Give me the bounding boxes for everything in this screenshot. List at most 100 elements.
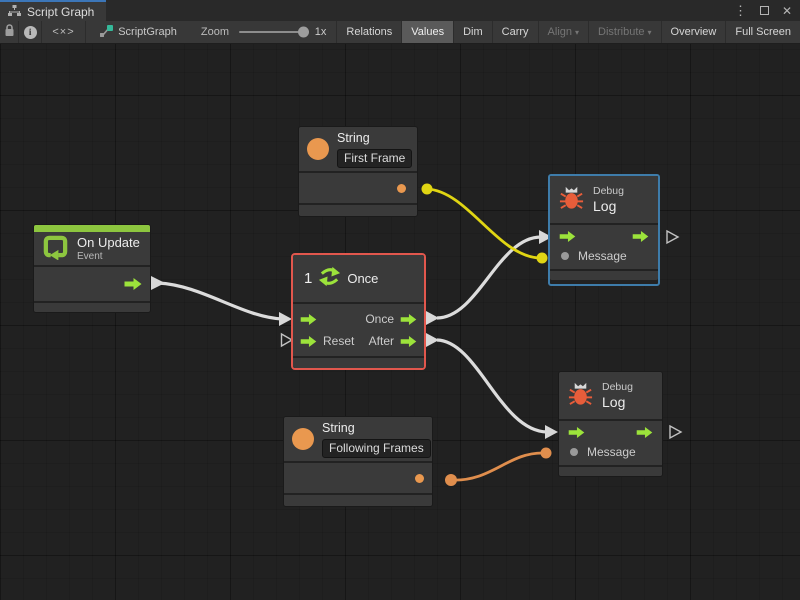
- wire-after-to-debuglog2[interactable]: [436, 338, 548, 434]
- node-title: Log: [593, 198, 617, 214]
- close-icon[interactable]: ✕: [781, 3, 792, 18]
- selection-outline-debug-log-1: Debug Log Message: [548, 174, 660, 286]
- zoom-slider[interactable]: [239, 26, 309, 38]
- dim-button[interactable]: Dim: [453, 21, 492, 43]
- flow-out-arrow-icon[interactable]: [124, 278, 142, 290]
- event-accent-bar: [34, 225, 150, 232]
- wire-layer: [151, 183, 683, 486]
- node-string-first-frame[interactable]: String First Frame: [298, 126, 418, 217]
- port-string2-value-out[interactable]: [445, 474, 457, 486]
- node-title: On Update: [77, 235, 140, 250]
- graph-name: ScriptGraph: [118, 26, 177, 38]
- values-button[interactable]: Values: [401, 21, 454, 43]
- port-debuglog2-flow-out[interactable]: [669, 424, 683, 440]
- wire-onupdate-to-once[interactable]: [157, 281, 283, 321]
- distribute-button[interactable]: Distribute ▾: [588, 21, 660, 43]
- flow-in-arrow-icon[interactable]: [568, 427, 585, 439]
- tab-title: Script Graph: [27, 4, 95, 19]
- flow-in-arrow-icon[interactable]: [300, 313, 317, 325]
- port-label-reset: Reset: [323, 334, 355, 348]
- inspect-button[interactable]: i: [19, 21, 42, 43]
- flow-out-arrow-icon[interactable]: [400, 313, 417, 325]
- fullscreen-button[interactable]: Full Screen: [725, 21, 800, 43]
- wire-string1-to-message1[interactable]: [426, 187, 541, 260]
- node-title: Once: [347, 271, 379, 286]
- zoom-slider-handle[interactable]: [297, 26, 309, 38]
- node-footer: [34, 303, 150, 312]
- node-title: String: [322, 420, 355, 435]
- node-footer: [299, 205, 417, 216]
- port-label-once: Once: [365, 312, 394, 326]
- string-icon: [307, 138, 329, 160]
- wire-string2-to-message2[interactable]: [450, 451, 545, 482]
- after-out-arrow-icon[interactable]: [400, 335, 417, 347]
- port-once-out[interactable]: [426, 311, 439, 325]
- info-icon: i: [23, 25, 37, 39]
- tab-script-graph[interactable]: Script Graph: [0, 0, 107, 21]
- flow-in-arrow-icon[interactable]: [559, 231, 576, 243]
- message-in-port[interactable]: [561, 251, 569, 260]
- selection-outline-once: 1 Once Once: [291, 253, 426, 370]
- graph-icon: [8, 4, 21, 19]
- graph-canvas[interactable]: On Update Event String First Frame: [0, 44, 800, 600]
- node-footer: [293, 358, 424, 368]
- reset-in-arrow-icon[interactable]: [300, 335, 317, 347]
- string-value-field[interactable]: First Frame: [337, 148, 413, 168]
- bug-icon: [558, 184, 585, 216]
- node-category: Debug: [593, 185, 624, 197]
- graph-toolbar: i <×> ScriptGraph Zoom 1x Relations Valu…: [0, 21, 800, 44]
- zoom-label: Zoom: [200, 26, 230, 38]
- chevron-down-icon: ▾: [575, 27, 580, 37]
- node-footer: [550, 271, 658, 280]
- node-debug-log-1[interactable]: Debug Log Message: [550, 176, 658, 284]
- message-in-port[interactable]: [570, 447, 578, 456]
- port-label-message: Message: [587, 444, 636, 459]
- value-out-port[interactable]: [397, 183, 406, 193]
- once-count: 1: [304, 270, 313, 287]
- lock-icon: [4, 24, 15, 40]
- relations-button[interactable]: Relations: [336, 21, 401, 43]
- node-title: Log: [602, 394, 626, 410]
- loop-icon: [42, 233, 69, 265]
- script-graph-icon: [100, 24, 114, 40]
- bug-icon: [567, 380, 594, 412]
- node-string-following-frames[interactable]: String Following Frames: [283, 416, 433, 507]
- port-debuglog1-flow-out[interactable]: [666, 229, 680, 245]
- overview-button[interactable]: Overview: [660, 21, 726, 43]
- edit-source-button[interactable]: <×>: [42, 21, 87, 43]
- maximize-icon[interactable]: [759, 6, 769, 15]
- flow-out-arrow-icon[interactable]: [636, 427, 653, 439]
- port-once-reset-in[interactable]: [280, 332, 294, 348]
- node-once[interactable]: 1 Once Once: [293, 255, 424, 368]
- port-label-message: Message: [578, 248, 627, 263]
- align-button[interactable]: Align ▾: [537, 21, 588, 43]
- string-value-field[interactable]: Following Frames: [322, 438, 431, 458]
- flow-out-arrow-icon[interactable]: [632, 231, 649, 243]
- menu-kebab-icon[interactable]: ⋮: [733, 2, 747, 18]
- zoom-value: 1x: [314, 26, 327, 38]
- port-onupdate-flow-out[interactable]: [151, 276, 165, 290]
- node-category: Debug: [602, 381, 633, 393]
- port-message2-value-in[interactable]: [540, 447, 552, 459]
- node-footer: [559, 467, 662, 476]
- port-label-after: After: [368, 334, 394, 348]
- value-out-port[interactable]: [415, 473, 424, 483]
- graph-reference[interactable]: ScriptGraph: [86, 21, 187, 43]
- carry-button[interactable]: Carry: [491, 21, 538, 43]
- node-on-update[interactable]: On Update Event: [33, 224, 151, 313]
- node-title: String: [337, 130, 370, 145]
- lock-button[interactable]: [0, 21, 20, 43]
- port-debuglog1-flow-in[interactable]: [539, 230, 552, 244]
- port-message1-value-in[interactable]: [536, 252, 548, 264]
- port-string1-value-out[interactable]: [421, 183, 433, 195]
- port-debuglog2-flow-in[interactable]: [545, 425, 558, 439]
- node-subtitle: Event: [77, 251, 103, 262]
- node-debug-log-2[interactable]: Debug Log Message: [558, 371, 663, 477]
- chevron-down-icon: ▾: [647, 27, 652, 37]
- cycle-icon: [317, 264, 342, 294]
- code-icon: <×>: [52, 26, 75, 38]
- node-footer: [284, 495, 432, 506]
- wire-once-to-debuglog1[interactable]: [436, 235, 542, 320]
- port-after-out[interactable]: [426, 333, 439, 347]
- port-once-flow-in[interactable]: [279, 312, 292, 326]
